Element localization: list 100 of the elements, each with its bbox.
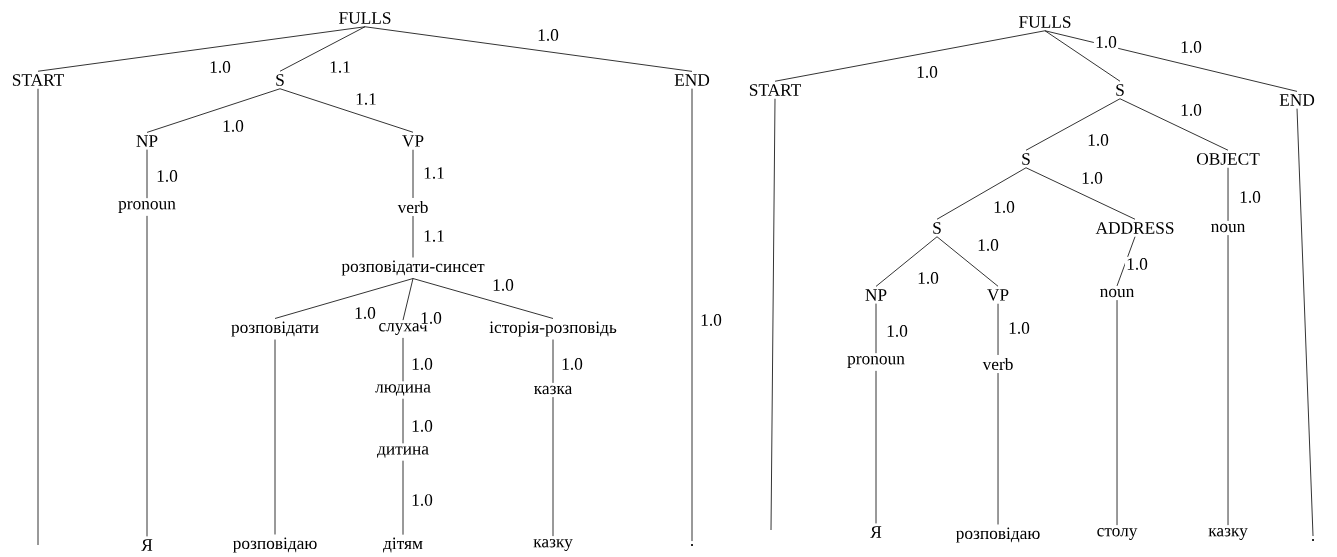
tree-node-label: noun	[1211, 223, 1246, 233]
tree-node-label: VP	[987, 289, 1009, 301]
tree-branch	[37, 88, 39, 546]
edge-label: 1.0	[409, 356, 435, 372]
edge-label: 1.0	[1124, 256, 1150, 272]
tree-branch	[1227, 234, 1229, 526]
tree-branch	[412, 149, 414, 199]
tree-node-label: verb	[397, 200, 428, 214]
tree-node-label: noun	[1100, 288, 1135, 298]
tree-branch	[552, 339, 554, 384]
tree-node-label: людина	[375, 384, 431, 396]
edge-label: 1.0	[418, 310, 444, 326]
tree-branch	[770, 98, 776, 531]
edge-label: 1.0	[409, 418, 435, 434]
tree-node-label: NP	[865, 289, 887, 301]
tree-node-label: pronoun	[847, 356, 905, 368]
tree-node-label: S	[276, 74, 284, 86]
edge-label: 1.0	[1006, 320, 1032, 336]
tree-node-label: казку	[1208, 528, 1248, 540]
tree-branch	[274, 278, 414, 319]
tree-node-label: Я	[870, 526, 882, 538]
tree-branch	[402, 460, 404, 536]
edge-label: 1.0	[915, 270, 941, 286]
tree-node-label: pronoun	[118, 201, 176, 213]
tree-branch	[364, 26, 693, 72]
edge-label: 1.0	[975, 237, 1001, 253]
tree-node-label: END	[674, 74, 710, 86]
tree-branch	[875, 236, 938, 287]
tree-branch	[1044, 30, 1298, 92]
edge-label: 1.0	[220, 118, 246, 134]
tree-node-label: розповідаю	[233, 537, 317, 553]
edge-label: 1.0	[1085, 132, 1111, 148]
edge-label: 1.0	[559, 356, 585, 372]
tree-node-label: FULLS	[1019, 16, 1071, 28]
edge-label: 1.0	[1178, 102, 1204, 118]
edge-label: 1.0	[991, 199, 1017, 215]
tree-branch	[279, 88, 414, 133]
edge-label: 1.0	[352, 305, 378, 321]
edge-label: 1.0	[1093, 34, 1119, 50]
tree-node-label: дитина	[377, 446, 429, 458]
tree-branch	[875, 303, 877, 354]
tree-branch	[146, 149, 148, 199]
tree-node-label: NP	[136, 135, 158, 147]
tree-branch	[402, 337, 404, 382]
edge-label: 1.0	[1178, 39, 1204, 55]
tree-node-label: розповідати-синсет	[341, 260, 485, 276]
edge-label: 1.1	[421, 165, 447, 181]
edge-label: 1.0	[1079, 170, 1105, 186]
edge-label: 1.0	[207, 59, 233, 75]
tree-branch	[1119, 98, 1229, 151]
tree-branch	[1025, 167, 1136, 220]
tree-branch	[552, 396, 554, 537]
tree-node-label: столу	[1097, 528, 1138, 540]
tree-node-label: FULLS	[339, 12, 391, 24]
tree-branch	[875, 370, 877, 524]
tree-branch	[402, 398, 404, 444]
tree-branch	[146, 88, 281, 133]
edge-label: 1.0	[884, 323, 910, 339]
tree-branch	[274, 339, 276, 535]
tree-node-label: ADDRESS	[1095, 222, 1174, 234]
tree-node-label: розповідати	[231, 321, 319, 337]
tree-branch	[1025, 98, 1121, 151]
tree-node-label: .	[1312, 539, 1315, 542]
tree-branch	[1227, 167, 1229, 222]
tree-branch	[774, 30, 1046, 82]
edge-label: 1.0	[535, 27, 561, 43]
tree-branch	[1044, 30, 1121, 82]
tree-branch	[402, 278, 414, 321]
tree-node-label: розповідаю	[956, 527, 1040, 543]
tree-node-label: Я	[141, 539, 153, 551]
tree-branch	[1116, 236, 1136, 287]
tree-branch	[1116, 299, 1118, 526]
edge-label: 1.0	[409, 492, 435, 508]
edge-label: 1.0	[698, 312, 724, 328]
tree-node-label: VP	[402, 135, 424, 147]
tree-branch	[37, 26, 366, 72]
edge-label: 1.1	[353, 91, 379, 107]
tree-branch	[997, 303, 999, 356]
tree-branch	[936, 236, 999, 287]
edge-label: 1.0	[1237, 189, 1263, 205]
tree-node-label: S	[1116, 84, 1124, 96]
edge-label: 1.1	[421, 228, 447, 244]
tree-node-label: казку	[533, 539, 573, 551]
tree-node-label: S	[1022, 153, 1030, 165]
tree-node-label: історія-розповідь	[489, 321, 617, 337]
tree-node-label: .	[691, 544, 694, 547]
tree-node-label: дітям	[383, 537, 423, 553]
tree-node-label: S	[933, 222, 941, 234]
tree-branch	[279, 26, 366, 72]
tree-branch	[936, 167, 1027, 220]
tree-branch	[997, 372, 999, 525]
tree-node-label: END	[1279, 94, 1315, 106]
edge-label: 1.0	[914, 64, 940, 80]
tree-branch	[412, 215, 414, 258]
tree-branch	[412, 278, 554, 319]
tree-branch	[146, 215, 148, 537]
tree-node-label: казка	[534, 385, 573, 395]
tree-node-label: OBJECT	[1196, 153, 1260, 165]
edge-label: 1.0	[490, 277, 516, 293]
tree-node-label: verb	[982, 357, 1013, 371]
